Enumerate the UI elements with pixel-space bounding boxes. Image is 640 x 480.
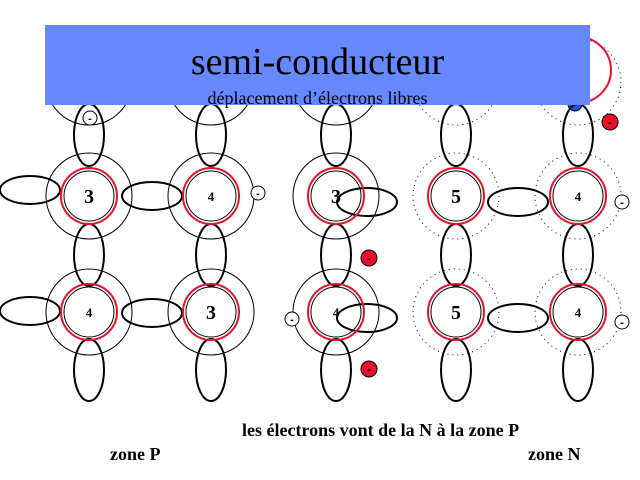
atom-nucleus <box>63 286 115 338</box>
covalent-bond-vertical <box>440 103 472 167</box>
electron-charge-label: - <box>290 314 294 326</box>
covalent-bond-vertical <box>440 223 472 287</box>
covalent-bond-horizontal <box>336 187 398 217</box>
atom-valence-label: 4 <box>86 305 93 320</box>
atom-nucleus-ring <box>60 167 118 225</box>
atom-nucleus <box>63 170 115 222</box>
atom-nucleus-ring <box>549 167 607 225</box>
atom-valence-label: 4 <box>333 305 340 320</box>
atom-shell <box>412 268 500 356</box>
covalent-bond-vertical <box>440 338 472 402</box>
free-electron <box>360 360 378 378</box>
page-title: semi-conducteur <box>190 41 445 83</box>
atom-valence-label: 4 <box>575 305 582 320</box>
covalent-bond-horizontal <box>0 296 61 326</box>
atom-nucleus-ring <box>427 167 485 225</box>
bound-electron <box>250 185 266 201</box>
atom-shell <box>412 152 500 240</box>
atom-nucleus <box>310 286 362 338</box>
bound-electron <box>82 110 98 126</box>
atom-shell <box>534 268 622 356</box>
atom-nucleus <box>185 170 237 222</box>
covalent-bond-horizontal <box>336 303 398 333</box>
covalent-bond-horizontal <box>0 175 61 205</box>
covalent-bond-vertical <box>195 223 227 287</box>
atom-nucleus <box>430 286 482 338</box>
electron-charge-label: - <box>620 197 624 209</box>
atom-nucleus <box>552 286 604 338</box>
atom-nucleus <box>310 170 362 222</box>
electron-charge-label: - <box>367 364 371 376</box>
covalent-bond-vertical <box>195 338 227 402</box>
atom-valence-label: 4 <box>575 189 582 204</box>
zone-n-label: zone N <box>528 444 581 464</box>
electron-flow-caption: les électrons vont de la N à la zone P <box>242 420 520 440</box>
electron-charge-label: - <box>608 117 612 129</box>
atom-valence-label: 5 <box>451 302 461 324</box>
atom-valence-label: 5 <box>451 186 461 208</box>
covalent-bond-vertical <box>320 223 352 287</box>
atom-shell <box>45 152 133 240</box>
covalent-bond-vertical <box>320 338 352 402</box>
atom-nucleus-ring <box>60 283 118 341</box>
page-subtitle: déplacement d’électrons libres <box>207 88 428 108</box>
covalent-bond-vertical <box>73 223 105 287</box>
covalent-bond-vertical <box>320 103 352 167</box>
bound-electron <box>614 314 630 330</box>
atom-shell <box>167 268 255 356</box>
atom-nucleus <box>552 170 604 222</box>
covalent-bond-vertical <box>73 338 105 402</box>
covalent-bond-horizontal <box>121 298 183 328</box>
atom-shell <box>45 268 133 356</box>
atom-nucleus-ring <box>427 283 485 341</box>
atom-nucleus-ring <box>182 283 240 341</box>
free-electron <box>360 249 378 267</box>
atom-nucleus-ring <box>182 167 240 225</box>
atom-nucleus-ring <box>307 167 365 225</box>
covalent-bond-vertical <box>195 103 227 167</box>
atom-nucleus-ring <box>307 283 365 341</box>
covalent-bond-vertical <box>562 223 594 287</box>
shell-ring-top <box>534 38 622 126</box>
zone-p-label: zone P <box>110 444 161 464</box>
covalent-bond-horizontal <box>487 187 549 217</box>
covalent-bond-vertical <box>562 338 594 402</box>
atom-valence-label: 4 <box>208 189 215 204</box>
atom-nucleus <box>185 286 237 338</box>
electron-charge-label: - <box>367 253 371 265</box>
atom-nucleus-ring <box>549 283 607 341</box>
covalent-bond-horizontal <box>487 303 549 333</box>
electron-charge-label: - <box>620 317 624 329</box>
free-electron <box>601 113 619 131</box>
bound-electron <box>284 311 300 327</box>
atom-shell <box>292 152 380 240</box>
atom-valence-label: 3 <box>84 186 94 208</box>
bound-electron <box>614 194 630 210</box>
title-banner: semi-conducteur déplacement d’électrons … <box>45 25 590 108</box>
electron-charge-label: - <box>256 188 260 200</box>
atom-valence-label: 3 <box>206 302 216 324</box>
covalent-bond-vertical <box>562 103 594 167</box>
atom-valence-label: 3 <box>331 186 341 208</box>
electron-charge-label: - <box>88 113 92 125</box>
atom-nucleus <box>430 170 482 222</box>
